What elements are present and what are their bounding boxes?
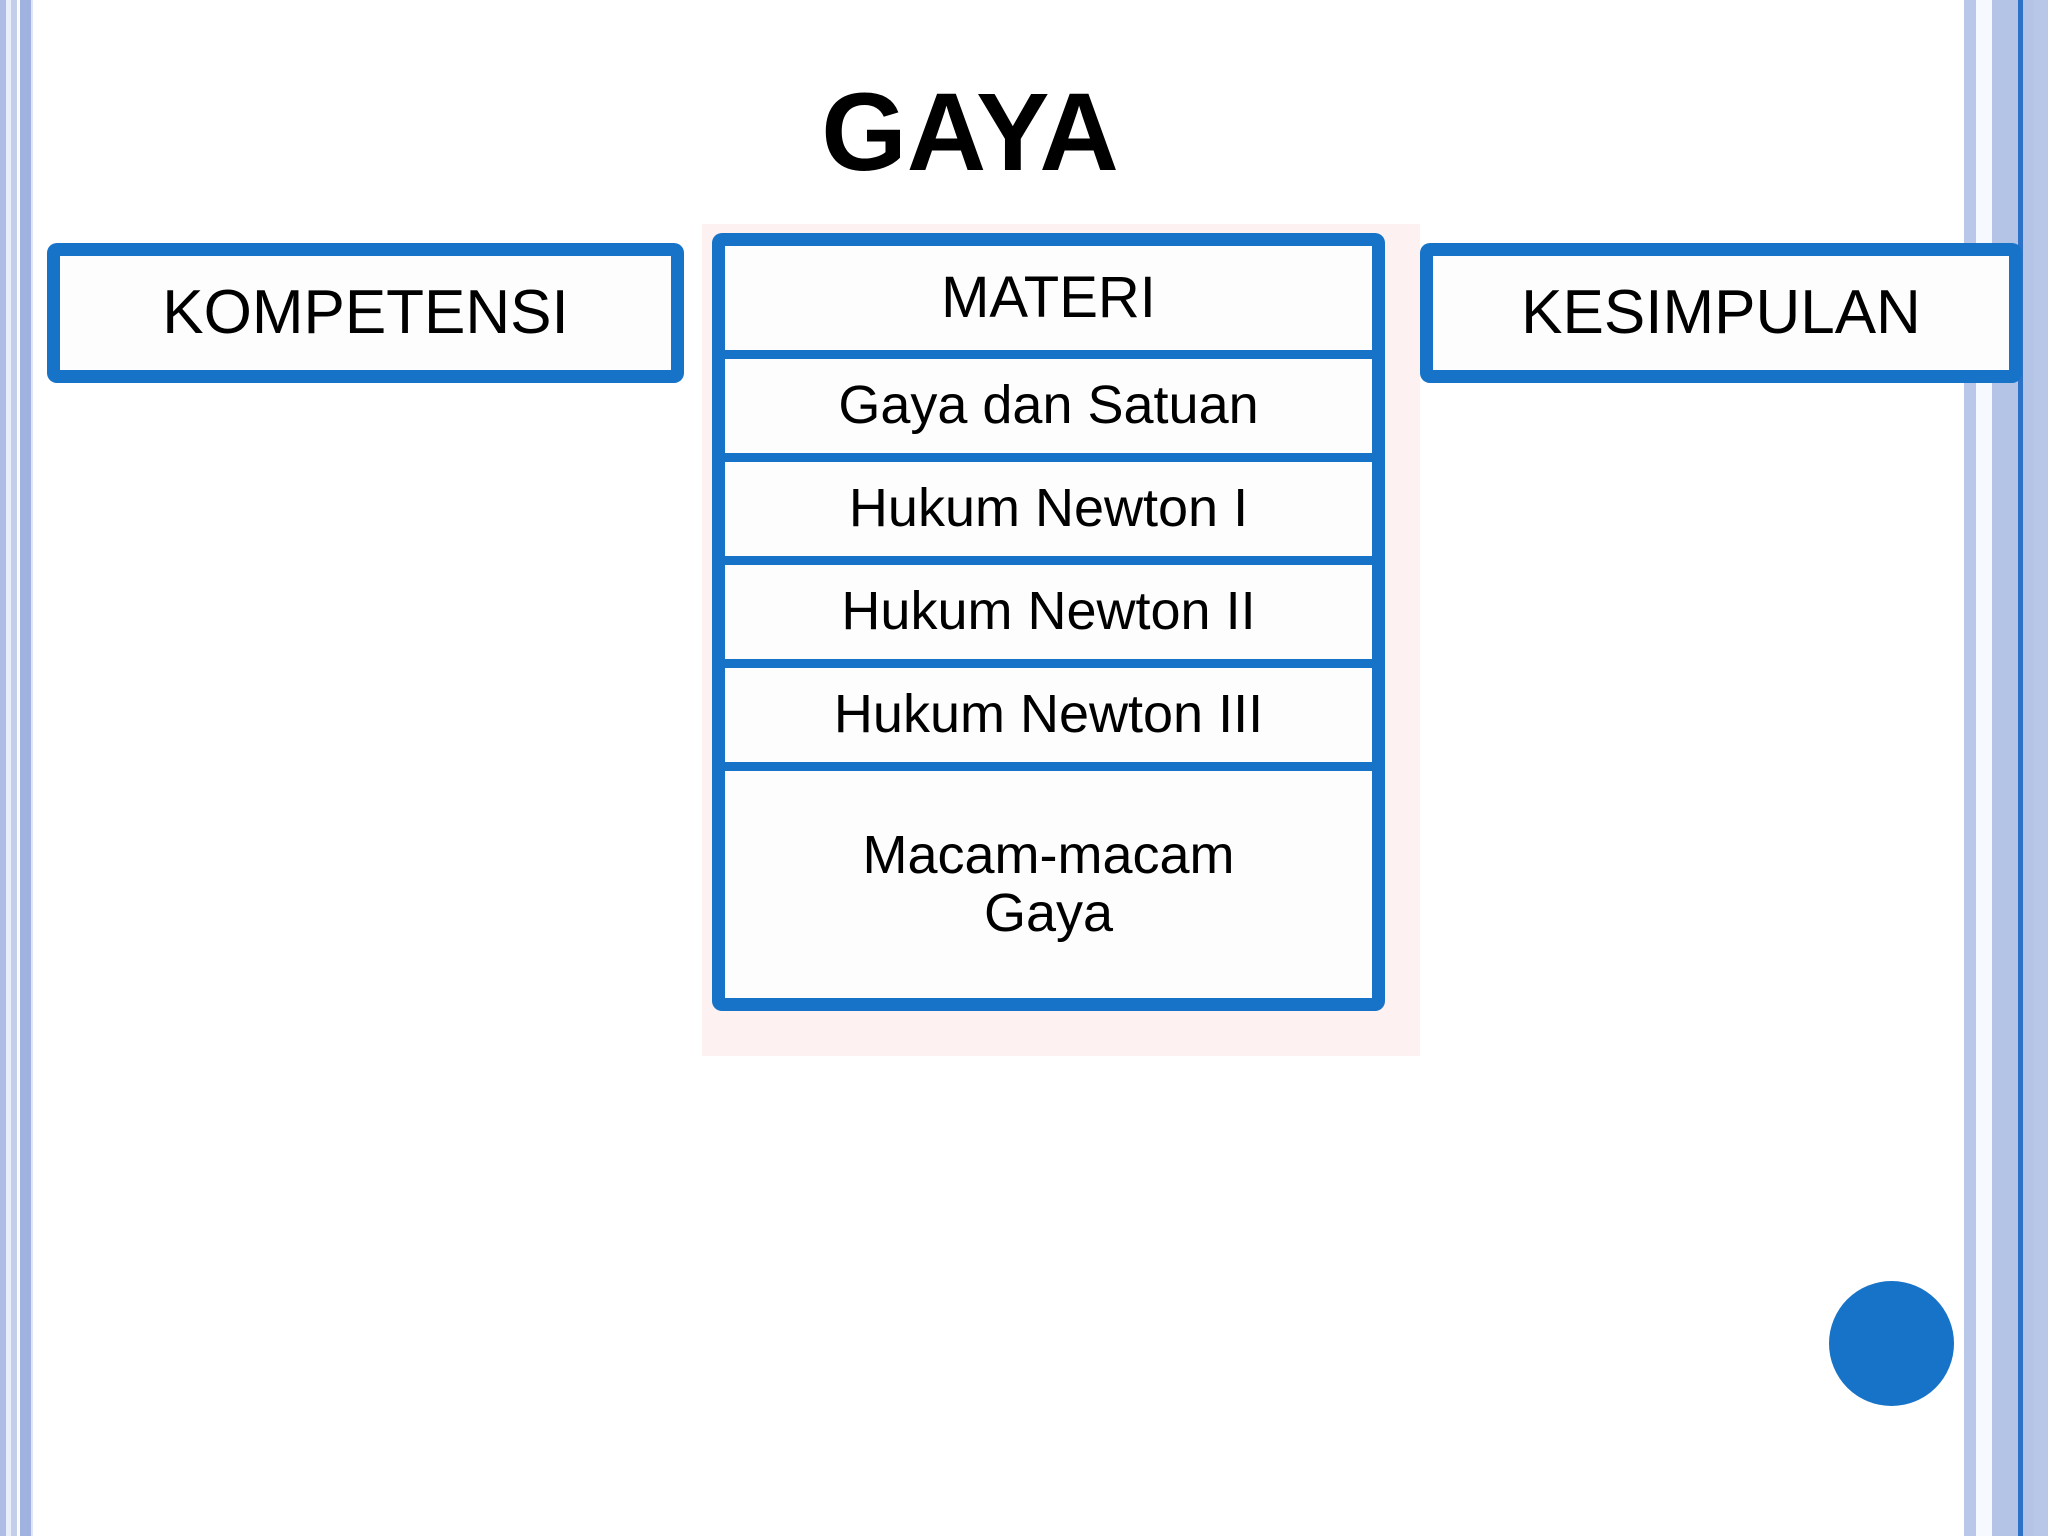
left-stripe-1 <box>0 0 6 1536</box>
right-stripe-4 <box>1992 0 2018 1536</box>
right-stripe-6 <box>2023 0 2034 1536</box>
materi-menu-container: MATERI Gaya dan Satuan Hukum Newton I Hu… <box>712 233 1385 1011</box>
right-stripe-7 <box>2034 0 2048 1536</box>
materi-item-gaya-dan-satuan[interactable]: Gaya dan Satuan <box>725 359 1372 453</box>
nav-button-kompetensi[interactable]: KOMPETENSI <box>47 243 684 383</box>
blue-circle-icon <box>1829 1281 1954 1406</box>
left-decorative-stripe-band <box>0 0 33 1536</box>
nav-button-kesimpulan[interactable]: KESIMPULAN <box>1420 243 2022 383</box>
nav-button-kompetensi-label: KOMPETENSI <box>162 278 569 348</box>
right-stripe-2 <box>1964 0 1976 1536</box>
materi-header-label: MATERI <box>941 265 1156 331</box>
nav-button-kesimpulan-label: KESIMPULAN <box>1521 278 1921 348</box>
materi-item-label: Hukum Newton III <box>833 684 1264 745</box>
right-stripe-1 <box>1952 0 1964 1536</box>
left-stripe-5 <box>20 0 31 1536</box>
page-title: GAYA <box>821 71 1119 194</box>
left-stripe-3 <box>11 0 17 1536</box>
materi-header[interactable]: MATERI <box>725 246 1372 350</box>
materi-item-label: Hukum Newton II <box>841 581 1256 642</box>
materi-item-label: Gaya dan Satuan <box>838 375 1259 436</box>
right-stripe-3 <box>1976 0 1992 1536</box>
materi-item-label: Hukum Newton I <box>848 478 1249 539</box>
left-stripe-2 <box>6 0 11 1536</box>
materi-item-hukum-newton-ii[interactable]: Hukum Newton II <box>725 565 1372 659</box>
materi-item-hukum-newton-iii[interactable]: Hukum Newton III <box>725 668 1372 762</box>
right-decorative-stripe-band <box>1952 0 2048 1536</box>
right-stripe-5 <box>2018 0 2023 1536</box>
left-stripe-4 <box>17 0 20 1536</box>
materi-item-macam-macam-gaya[interactable]: Macam-macam Gaya <box>725 771 1372 998</box>
materi-item-hukum-newton-i[interactable]: Hukum Newton I <box>725 462 1372 556</box>
left-stripe-6 <box>31 0 33 1536</box>
materi-item-label: Macam-macam Gaya <box>862 825 1235 943</box>
